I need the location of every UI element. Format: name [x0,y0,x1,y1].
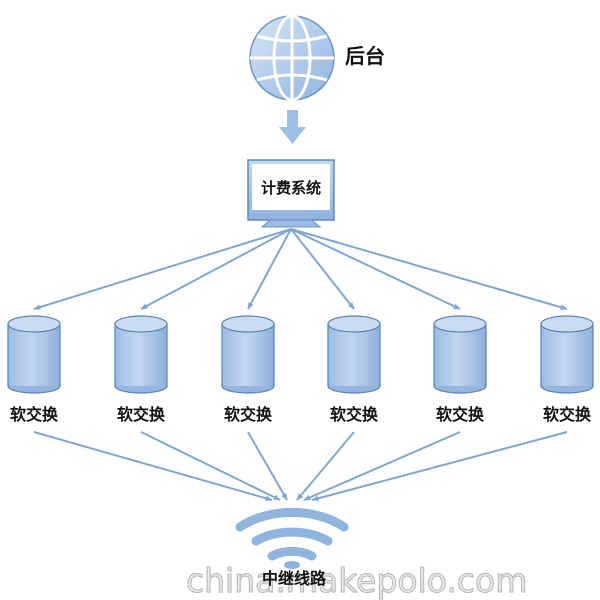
monitor-icon [247,159,335,228]
switch-node-5: 软交换 [433,315,487,424]
arrow-billing-to-switch-4 [290,228,355,310]
arrow-billing-to-switch-3 [247,228,292,310]
arrow-billing-to-switch-5 [290,228,461,310]
watermark: china.makepolo.com [186,561,527,600]
globe-icon [249,14,335,102]
database-cylinder-icon [7,315,61,394]
down-arrow-icon [279,110,306,144]
database-cylinder-icon [327,315,381,394]
billing-system-label: 计费系统 [261,179,321,197]
trunk-line-node: china.makepolo.com 中继线路 [186,507,528,600]
switch-label: 软交换 [330,405,379,424]
switch-node-6: 软交换 [540,315,594,424]
backend-label: 后台 [345,44,385,68]
arrow-billing-to-switch-6 [290,228,568,310]
billing-system-node: 计费系统 [247,159,335,228]
arrow-switch-4-to-trunk [296,431,355,501]
database-cylinder-icon [221,315,275,394]
trunk-line-label: 中继线路 [262,569,327,588]
arrow-billing-to-switch-1 [33,228,292,310]
switch-to-trunk-arrows [33,431,568,502]
arrow-switch-5-to-trunk [303,431,461,501]
arrow-switch-6-to-trunk [311,431,568,502]
switch-node-3: 软交换 [221,315,275,424]
billing-to-switch-arrows [33,228,568,310]
switch-label: 软交换 [224,405,273,424]
switch-node-2: 软交换 [114,315,168,424]
switch-label: 软交换 [543,405,592,424]
arrow-switch-1-to-trunk [33,431,273,501]
switch-label: 软交换 [117,405,166,424]
switch-label: 软交换 [436,405,485,424]
switch-label: 软交换 [10,405,59,424]
switch-node-1: 软交换 [7,315,61,424]
arrow-switch-2-to-trunk [140,431,281,501]
database-cylinder-icon [114,315,168,394]
switch-node-4: 软交换 [327,315,381,424]
backend-node: 后台 [249,14,385,102]
database-cylinder-icon [433,315,487,394]
arrow-switch-3-to-trunk [247,431,288,501]
wifi-signal-icon [235,507,349,569]
database-cylinder-icon [540,315,594,394]
arrow-billing-to-switch-2 [140,228,292,310]
